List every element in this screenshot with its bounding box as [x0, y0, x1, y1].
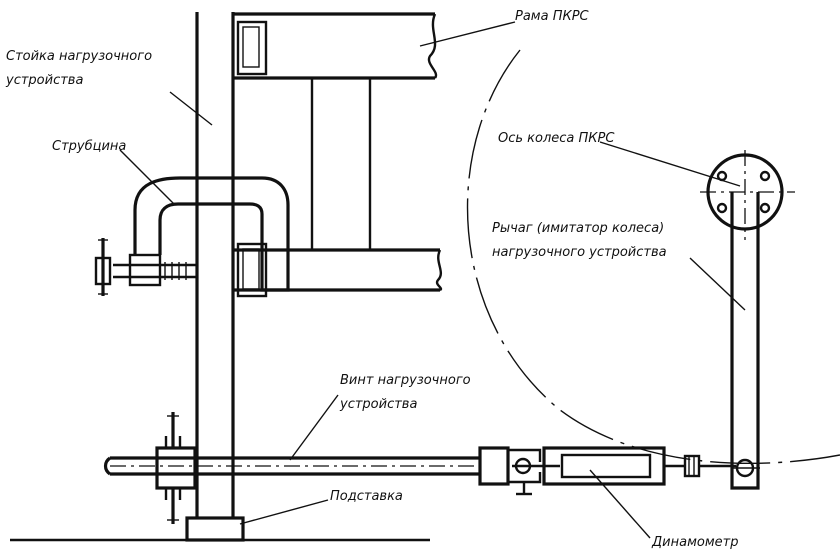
- label-screw-line2: устройства: [339, 397, 417, 412]
- screw-coupling: [478, 446, 560, 496]
- lever: [730, 192, 760, 490]
- wheel-hub: [700, 150, 795, 240]
- loading-device-post: [195, 12, 235, 518]
- leader-lines: [119, 21, 746, 539]
- label-base: Подставка: [330, 489, 403, 504]
- loading-screw: [103, 456, 480, 476]
- screw-nut: [155, 412, 197, 524]
- label-post-line1: Стойка нагрузочного: [6, 49, 152, 64]
- label-frame: Рама ПКРС: [515, 9, 590, 24]
- label-clamp: Струбцина: [52, 139, 126, 154]
- dynamometer: [542, 446, 736, 486]
- label-screw-line1: Винт нагрузочного: [340, 373, 471, 388]
- frame-upper-beam: [233, 12, 438, 80]
- frame-verticals: [310, 78, 372, 250]
- clamp: [94, 176, 290, 296]
- base-stand: [10, 516, 430, 542]
- label-wheel-axis: Ось колеса ПКРС: [498, 131, 615, 146]
- wheel-arc: [466, 49, 840, 465]
- label-lever-line2: нагрузочного устройства: [492, 245, 667, 260]
- frame-lower-beam: [233, 242, 443, 298]
- label-post-line2: устройства: [5, 73, 83, 88]
- label-dynamometer: Динамометр: [651, 535, 738, 550]
- label-lever-line1: Рычаг (имитатор колеса): [492, 221, 664, 236]
